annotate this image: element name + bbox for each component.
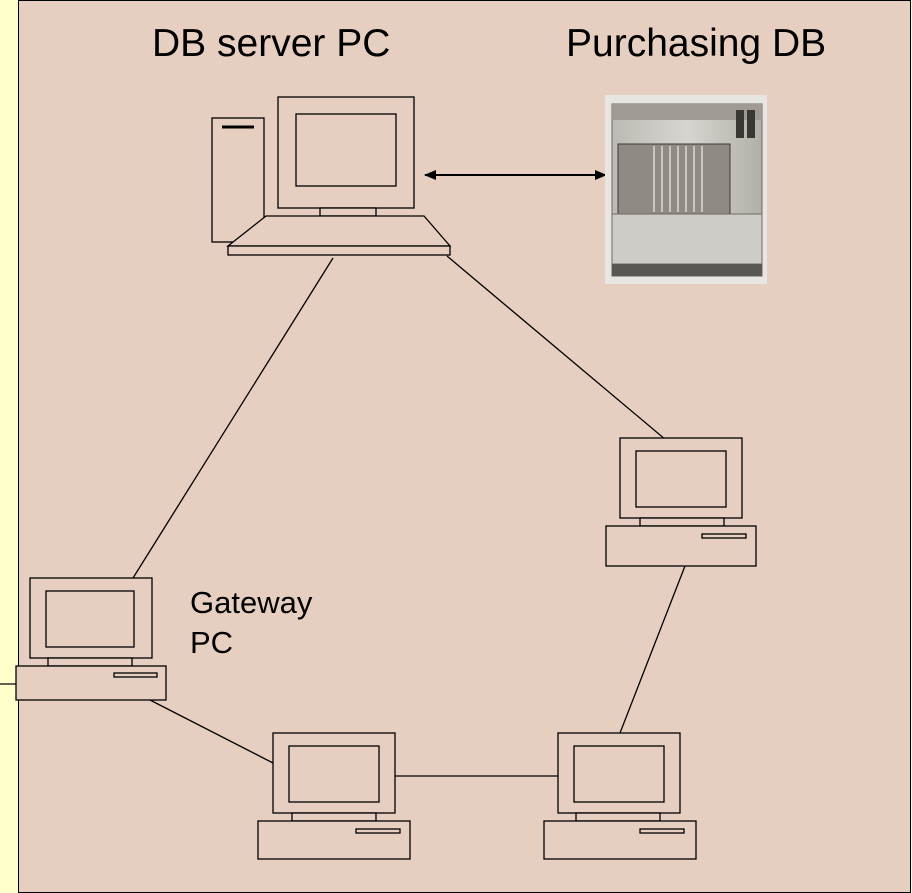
purchasing-db-icon xyxy=(605,95,767,284)
purchasing-db-label: Purchasing DB xyxy=(566,22,827,65)
link-server-to-gateway xyxy=(132,257,334,579)
link-gateway-to-bottom-middle xyxy=(149,699,274,764)
right-pc-icon xyxy=(605,437,757,567)
link-bottom-right-to-right-pc xyxy=(619,565,686,734)
gateway-pc-label-line2: PC xyxy=(190,625,234,660)
db-server-pc-icon xyxy=(211,96,452,256)
bottom-right-pc-icon xyxy=(543,732,697,860)
gateway-pc-label: Gateway PC xyxy=(190,583,312,663)
db-server-label: DB server PC xyxy=(152,22,391,65)
gateway-pc-label-line1: Gateway xyxy=(190,585,313,620)
bottom-middle-pc-icon xyxy=(257,732,411,860)
gateway-pc-icon xyxy=(15,577,167,701)
link-server-to-right-pc xyxy=(446,255,667,441)
network-links xyxy=(0,255,686,777)
